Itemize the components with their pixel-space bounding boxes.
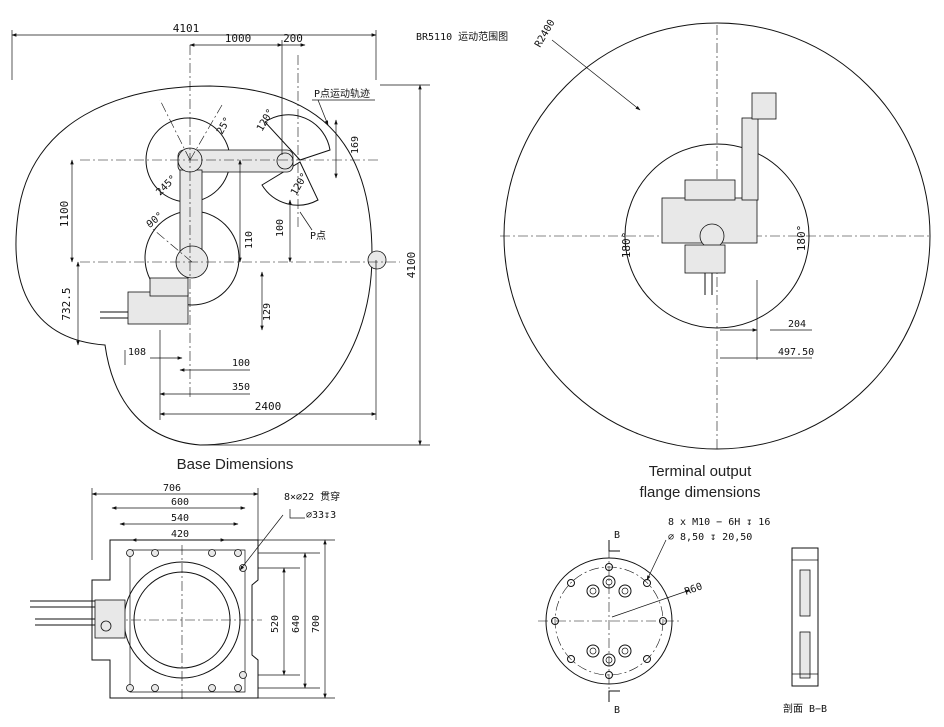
label-p-trajectory: P点运动轨迹 bbox=[314, 87, 370, 100]
robot-top-axis bbox=[699, 223, 725, 249]
section-outline bbox=[791, 547, 819, 687]
dim-129: 129 bbox=[262, 303, 273, 321]
top-work-range-view: R2400 180° 180° 204 497.50 bbox=[500, 18, 932, 452]
dim-540: 540 bbox=[171, 513, 189, 524]
angle-245: 245° bbox=[154, 173, 179, 198]
base-cable-connector bbox=[94, 599, 126, 639]
dim-706: 706 bbox=[163, 483, 181, 494]
section-mark-bottom: B bbox=[614, 705, 620, 716]
angle-120-upper: 120° bbox=[255, 107, 277, 133]
dim-169: 169 bbox=[350, 136, 361, 154]
section-hatch-lower bbox=[799, 631, 811, 679]
dim-600: 600 bbox=[171, 497, 189, 508]
dim-1000: 1000 bbox=[225, 32, 252, 45]
flange-inner-threaded-holes bbox=[586, 575, 632, 667]
flange-outer-holes bbox=[551, 563, 667, 679]
wrist-range-sector-lower bbox=[261, 161, 319, 206]
dim-100-vertical: 100 bbox=[275, 219, 286, 237]
radius-r60: R60 bbox=[683, 581, 704, 598]
dim-520: 520 bbox=[270, 615, 281, 633]
side-work-range-view: 4101 1000 200 BR5110 运动范围图 P点运动轨迹 169 25… bbox=[11, 22, 508, 446]
pin-note: ∅ 8,50 ↧ 20,50 bbox=[668, 532, 752, 543]
dim-overall-width: 4101 bbox=[173, 22, 200, 35]
angle-180-right: 180° bbox=[795, 225, 808, 252]
extended-tool-marker bbox=[367, 250, 387, 270]
label-p-point: P点 bbox=[310, 230, 326, 242]
dim-1100: 1100 bbox=[58, 201, 71, 228]
robot-top-wrist bbox=[751, 92, 777, 120]
section-mark-top: B bbox=[614, 530, 620, 541]
dim-2400: 2400 bbox=[255, 400, 282, 413]
angle-120-lower: 120° bbox=[289, 171, 311, 197]
dim-350: 350 bbox=[232, 382, 250, 393]
robot-top-upper bbox=[684, 179, 736, 201]
robot-base-body bbox=[127, 291, 189, 325]
model-title: BR5110 运动范围图 bbox=[416, 30, 508, 43]
wrist-joint bbox=[276, 152, 294, 170]
base-mounting-holes bbox=[126, 549, 247, 692]
section-hatch-upper bbox=[799, 569, 811, 617]
dim-200: 200 bbox=[283, 32, 303, 45]
caption-flange-line2: flange dimensions bbox=[639, 484, 761, 501]
base-inner-frame bbox=[129, 549, 246, 693]
angle-25: 25° bbox=[215, 115, 234, 136]
angle-90: 90° bbox=[145, 210, 166, 230]
dim-732-5: 732.5 bbox=[60, 287, 73, 320]
robot-base-top bbox=[149, 277, 189, 297]
flange-dimensions-view: B B 8 x M10 − 6H ↧ 16 ∅ 8,50 ↧ 20,50 R60… bbox=[538, 517, 827, 716]
thread-note: 8 x M10 − 6H ↧ 16 bbox=[668, 517, 770, 528]
dim-110: 110 bbox=[244, 231, 255, 249]
angle-180-left: 180° bbox=[620, 232, 633, 259]
base-dimensions-view: 706 600 540 420 8×∅22 贯穿 ∅33↧3 520 640 7… bbox=[30, 483, 340, 700]
connector-port bbox=[100, 620, 112, 632]
dim-204: 204 bbox=[788, 319, 806, 330]
robot-top-base bbox=[684, 244, 726, 274]
counterbore-note: ∅33↧3 bbox=[306, 510, 336, 521]
caption-flange-line1: Terminal output bbox=[648, 463, 752, 480]
wrist-range-sector bbox=[264, 114, 331, 161]
caption-base-dimensions: Base Dimensions bbox=[176, 456, 294, 473]
section-label: 剖面 B−B bbox=[783, 702, 827, 715]
dim-700: 700 bbox=[311, 615, 322, 633]
dim-4100: 4100 bbox=[405, 252, 418, 279]
hole-note: 8×∅22 贯穿 bbox=[284, 490, 340, 503]
dim-100-horizontal: 100 bbox=[232, 358, 250, 369]
dim-497-50: 497.50 bbox=[778, 347, 814, 358]
dim-640: 640 bbox=[291, 615, 302, 633]
dim-108: 108 bbox=[128, 347, 146, 358]
work-envelope-outline bbox=[15, 85, 373, 446]
robot-top-arm bbox=[741, 117, 759, 201]
dim-420: 420 bbox=[171, 529, 189, 540]
radius-r2400: R2400 bbox=[533, 18, 558, 50]
